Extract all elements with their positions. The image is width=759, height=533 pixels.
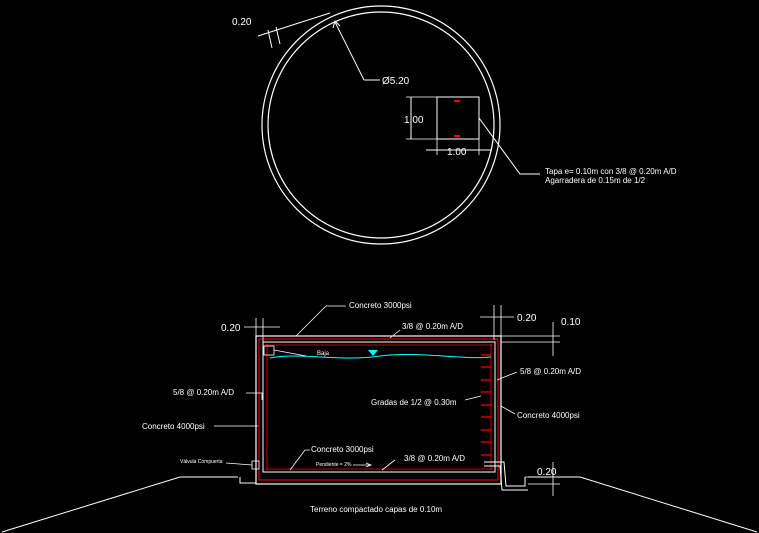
right-concrete-label: Concreto 4000psi [517,411,580,420]
diameter-leader [334,21,365,81]
top-concrete-label: Concreto 3000psi [349,301,412,310]
hatch-note-line2: Agarradera de 0.15m de 1/2 [545,176,646,185]
inner-wall-circle [267,11,495,239]
slope-label: Pendiente = 2% [316,462,352,468]
ground-line-right [579,476,758,533]
right-rebar-label: 5/8 @ 0.20m A/D [520,367,581,376]
ladder-label: Gradas de 1/2 @ 0.30m [371,398,457,407]
tank-outer-wall [255,335,502,485]
rebar-cage [258,338,499,481]
section-view: Baja 0.20 0.20 0.10 0.20 Concreto 3000ps… [1,301,758,533]
plan-view: 0.20 Ø5.20 1.00 1.00 Tapa e= 0.10m con 3… [232,5,677,245]
water-level-icon [368,350,378,356]
hatch-width-label: 1.00 [447,147,467,158]
right-wall-dim-label: 0.20 [517,313,537,324]
water-surface [269,354,492,359]
ground-label: Terreno compactado capas de 0.10m [310,505,442,514]
outer-wall-circle [261,5,501,245]
left-rebar-label: 5/8 @ 0.20m A/D [173,388,234,397]
left-concrete-label: Concreto 4000psi [142,422,205,431]
water-label: Baja [317,351,330,357]
hatch-square [436,96,480,140]
left-wall-dim-label: 0.20 [221,323,241,334]
wall-thickness-label: 0.20 [232,17,252,28]
diameter-label: Ø5.20 [382,76,410,87]
top-slab-dim-label: 0.10 [561,317,581,328]
hatch-note-line1: Tapa e= 0.10m con 3/8 @ 0.20m A/D [545,167,677,176]
ladder-rungs [481,354,491,456]
ground-line-left [1,476,181,533]
bottom-rebar-label: 3/8 @ 0.20m A/D [404,454,465,463]
wall-dim-line [257,12,331,37]
hatch-height-label: 1.00 [404,115,424,126]
top-rebar-label: 3/8 @ 0.20m A/D [402,322,463,331]
bottom-concrete-label: Concreto 3000psi [311,445,374,454]
bottom-slab-dim-label: 0.20 [537,467,557,478]
valve-label: Válvula Compuerta [180,459,223,465]
hatch-note-leader [478,117,540,175]
tank-inner-wall [262,341,496,473]
